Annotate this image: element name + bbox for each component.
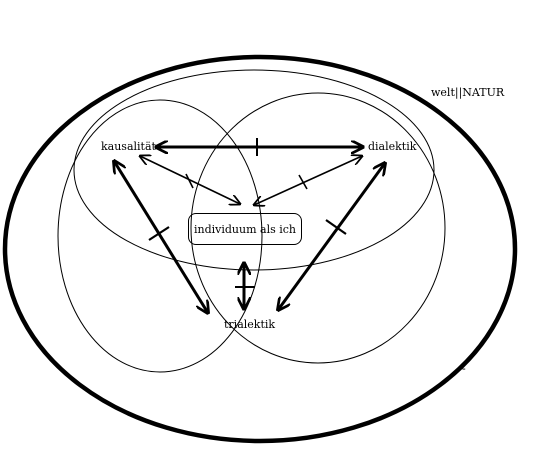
tick-mark [325,219,347,235]
arrow-kausalitaet-trialektik [114,161,208,313]
center-node-label: individuum als ich [193,222,296,236]
arrow-kausalitaet-center [140,156,240,204]
node-trialektik-label: trialektik [224,318,275,331]
stray-mark: - [462,362,466,375]
tick-mark [185,173,194,189]
arrow-dialektik-center [254,156,362,205]
top-ellipse [73,69,435,271]
tick-mark [148,226,170,241]
node-dialektik-label: dialektik [368,140,417,153]
node-kausalitaet-label: kausalität [101,140,157,153]
outer-world-label: welt||NATUR [431,86,505,100]
arrow-dialektik-trialektik [278,163,385,310]
outer-world-ellipse [2,54,518,444]
tick-mark [298,174,308,190]
left-ellipse [57,99,263,373]
center-node-box: individuum als ich [188,213,302,245]
